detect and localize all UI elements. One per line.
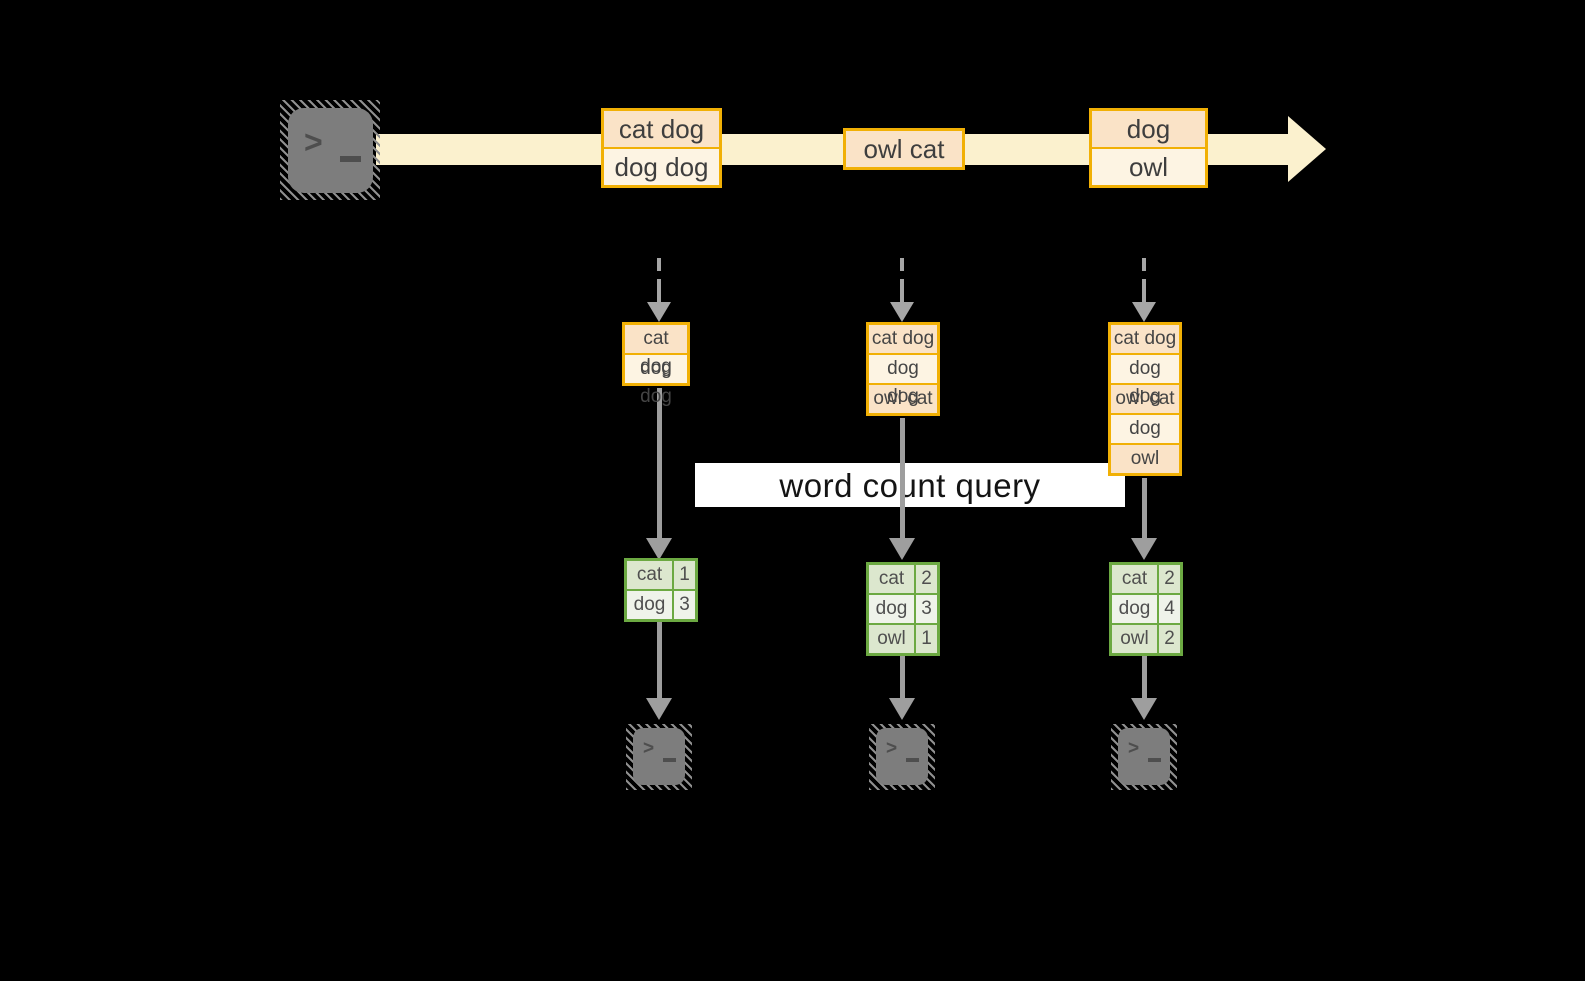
terminal-icon: >: [876, 728, 928, 785]
buffer-item: dog: [1111, 415, 1179, 443]
buffer-item: cat dog: [625, 325, 687, 377]
arrow-line: [657, 388, 662, 538]
table-row: dog 3: [869, 595, 937, 623]
stream-message-box-1: cat dog dog dog: [601, 108, 722, 188]
count-cell: 2: [916, 565, 937, 593]
prompt-underscore-icon: [906, 758, 919, 762]
query-label: word count query: [695, 463, 1125, 507]
count-cell: 1: [674, 561, 695, 589]
dashed-arrowhead: [1132, 302, 1156, 322]
arrowhead: [889, 698, 915, 720]
dashed-arrow: [900, 279, 904, 302]
table-row: cat 2: [869, 565, 937, 593]
dashed-arrow: [657, 279, 661, 302]
terminal-icon: >: [288, 108, 373, 193]
table-row: dog 4: [1112, 595, 1180, 623]
count-cell: 2: [1159, 565, 1180, 593]
arrowhead: [889, 538, 915, 560]
buffer-item: owl cat: [1111, 385, 1179, 413]
word-cell: dog: [1112, 595, 1157, 623]
prompt-chevron-icon: >: [1128, 738, 1140, 759]
arrowhead: [646, 538, 672, 560]
word-cell: owl: [869, 625, 914, 653]
dashed-arrow: [1142, 279, 1146, 302]
terminal-icon: >: [1118, 728, 1170, 785]
buffer-item: owl cat: [869, 385, 937, 413]
arrow-line: [900, 656, 905, 698]
arrow-line: [900, 418, 905, 538]
buffer-item: owl: [1111, 445, 1179, 473]
count-table-3: cat 2 dog 4 owl 2: [1109, 562, 1183, 656]
stream-message: owl cat: [846, 131, 962, 167]
prompt-underscore-icon: [663, 758, 676, 762]
sink-terminal-icon-2: >: [869, 724, 935, 790]
buffer-item: dog dog: [869, 355, 937, 407]
arrow-line: [1142, 478, 1147, 538]
dashed-arrowhead: [890, 302, 914, 322]
arrowhead: [1131, 698, 1157, 720]
dashed-arrow: [900, 258, 904, 271]
word-cell: dog: [869, 595, 914, 623]
prompt-chevron-icon: >: [886, 738, 898, 759]
buffer-item: dog dog: [1111, 355, 1179, 407]
stream-message: owl: [1092, 149, 1205, 185]
stream-message: dog dog: [604, 149, 719, 185]
count-table-1: cat 1 dog 3: [624, 558, 698, 622]
prompt-underscore-icon: [1148, 758, 1161, 762]
prompt-chevron-icon: >: [643, 738, 655, 759]
table-row: owl 1: [869, 625, 937, 653]
dashed-arrow: [657, 258, 661, 271]
arrow-line: [657, 622, 662, 698]
dashed-arrowhead: [647, 302, 671, 322]
count-cell: 2: [1159, 625, 1180, 653]
word-cell: dog: [627, 591, 672, 619]
table-row: owl 2: [1112, 625, 1180, 653]
stream-message: dog: [1092, 111, 1205, 147]
arrowhead: [646, 698, 672, 720]
buffer-stack-2: cat dog dog dog owl cat: [866, 322, 940, 416]
sink-terminal-icon-3: >: [1111, 724, 1177, 790]
sink-terminal-icon-1: >: [626, 724, 692, 790]
buffer-item: cat dog: [869, 325, 937, 353]
count-cell: 1: [916, 625, 937, 653]
count-table-2: cat 2 dog 3 owl 1: [866, 562, 940, 656]
prompt-chevron-icon: >: [304, 124, 323, 160]
buffer-item: cat dog: [1111, 325, 1179, 353]
count-cell: 4: [1159, 595, 1180, 623]
prompt-underscore-icon: [340, 156, 361, 162]
buffer-item: dog dog: [625, 355, 687, 407]
buffer-stack-1: cat dog dog dog: [622, 322, 690, 407]
table-row: dog 3: [627, 591, 695, 619]
word-cell: owl: [1112, 625, 1157, 653]
table-row: cat 2: [1112, 565, 1180, 593]
word-cell: cat: [869, 565, 914, 593]
word-cell: cat: [627, 561, 672, 589]
stream-message-box-3: dog owl: [1089, 108, 1208, 188]
dashed-arrow: [1142, 258, 1146, 271]
count-cell: 3: [916, 595, 937, 623]
arrow-line: [1142, 656, 1147, 698]
buffer-stack-3: cat dog dog dog owl cat dog owl: [1108, 322, 1182, 476]
arrowhead: [1131, 538, 1157, 560]
word-cell: cat: [1112, 565, 1157, 593]
terminal-icon: >: [633, 728, 685, 785]
stream-arrowhead: [1288, 116, 1326, 182]
stream-message-box-2: owl cat: [843, 128, 965, 170]
table-row: cat 1: [627, 561, 695, 589]
source-terminal-icon: >: [280, 100, 380, 200]
count-cell: 3: [674, 591, 695, 619]
stream-message: cat dog: [604, 111, 719, 147]
